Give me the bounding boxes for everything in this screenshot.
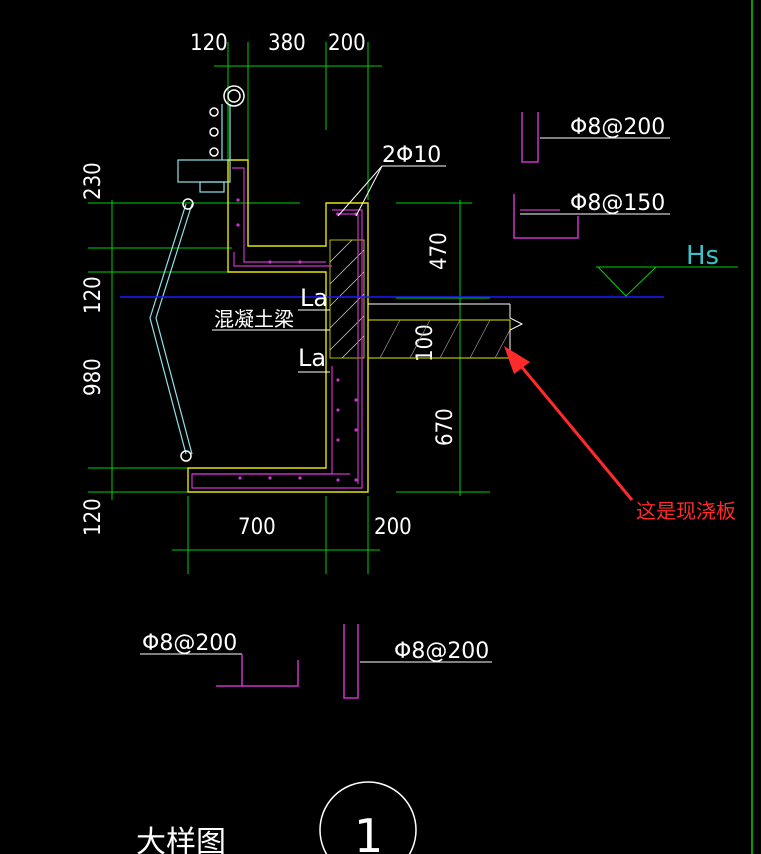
dim-bottom-200: 200 [374, 515, 412, 540]
label-rebar-2phi10: 2Φ10 [382, 143, 441, 168]
label-rebar-top-right-2: Φ8@150 [570, 191, 665, 216]
dim-right-670: 670 [433, 408, 458, 446]
rebar-legend-bottom-left [140, 653, 299, 687]
railing [149, 104, 231, 455]
label-rebar-bottom-mid: Φ8@200 [394, 639, 489, 664]
dim-top-200: 200 [328, 31, 366, 56]
rebar-callout-2phi10-leader [337, 165, 446, 217]
rebar-group [191, 167, 363, 489]
top-dimension-group [214, 42, 382, 200]
annotation-arrow [504, 346, 634, 501]
rebar-legend-1 [521, 112, 670, 163]
railing-bolt-icons [180, 85, 245, 462]
dim-right-470: 470 [427, 232, 452, 270]
rebar-legend-2 [513, 194, 670, 239]
la-leaders [298, 309, 330, 373]
dim-top-120: 120 [190, 31, 228, 56]
detail-title: 大样图 [136, 825, 226, 854]
dim-left-120-bottom: 120 [81, 498, 106, 536]
dim-left-230: 230 [81, 162, 106, 200]
label-la-lower: La [298, 344, 326, 372]
concrete-section-outline [187, 159, 369, 493]
annotation-cast-in-place-slab: 这是现浇板 [636, 499, 736, 523]
label-water-level: Hs [686, 241, 719, 271]
label-rebar-top-right-1: Φ8@200 [570, 115, 665, 140]
rebar-legend-bottom-mid [343, 624, 492, 699]
label-rebar-bottom-left: Φ8@200 [142, 631, 237, 656]
detail-number: 1 [354, 809, 383, 854]
dim-top-380: 380 [268, 31, 306, 56]
label-beam: 混凝土梁 [214, 307, 294, 331]
label-la-upper: La [300, 284, 328, 312]
dim-left-120: 120 [81, 276, 106, 314]
hatched-stem [329, 239, 365, 359]
bottom-dimension-group [172, 496, 380, 574]
dim-left-980: 980 [81, 358, 106, 396]
cast-in-place-slab [367, 303, 524, 360]
dim-right-100: 100 [413, 324, 438, 362]
left-dimension-group [88, 200, 300, 500]
dim-bottom-700: 700 [238, 515, 276, 540]
rebar-dots [236, 198, 358, 482]
water-level-symbol [596, 266, 738, 297]
detail-number-bubble [319, 781, 417, 854]
